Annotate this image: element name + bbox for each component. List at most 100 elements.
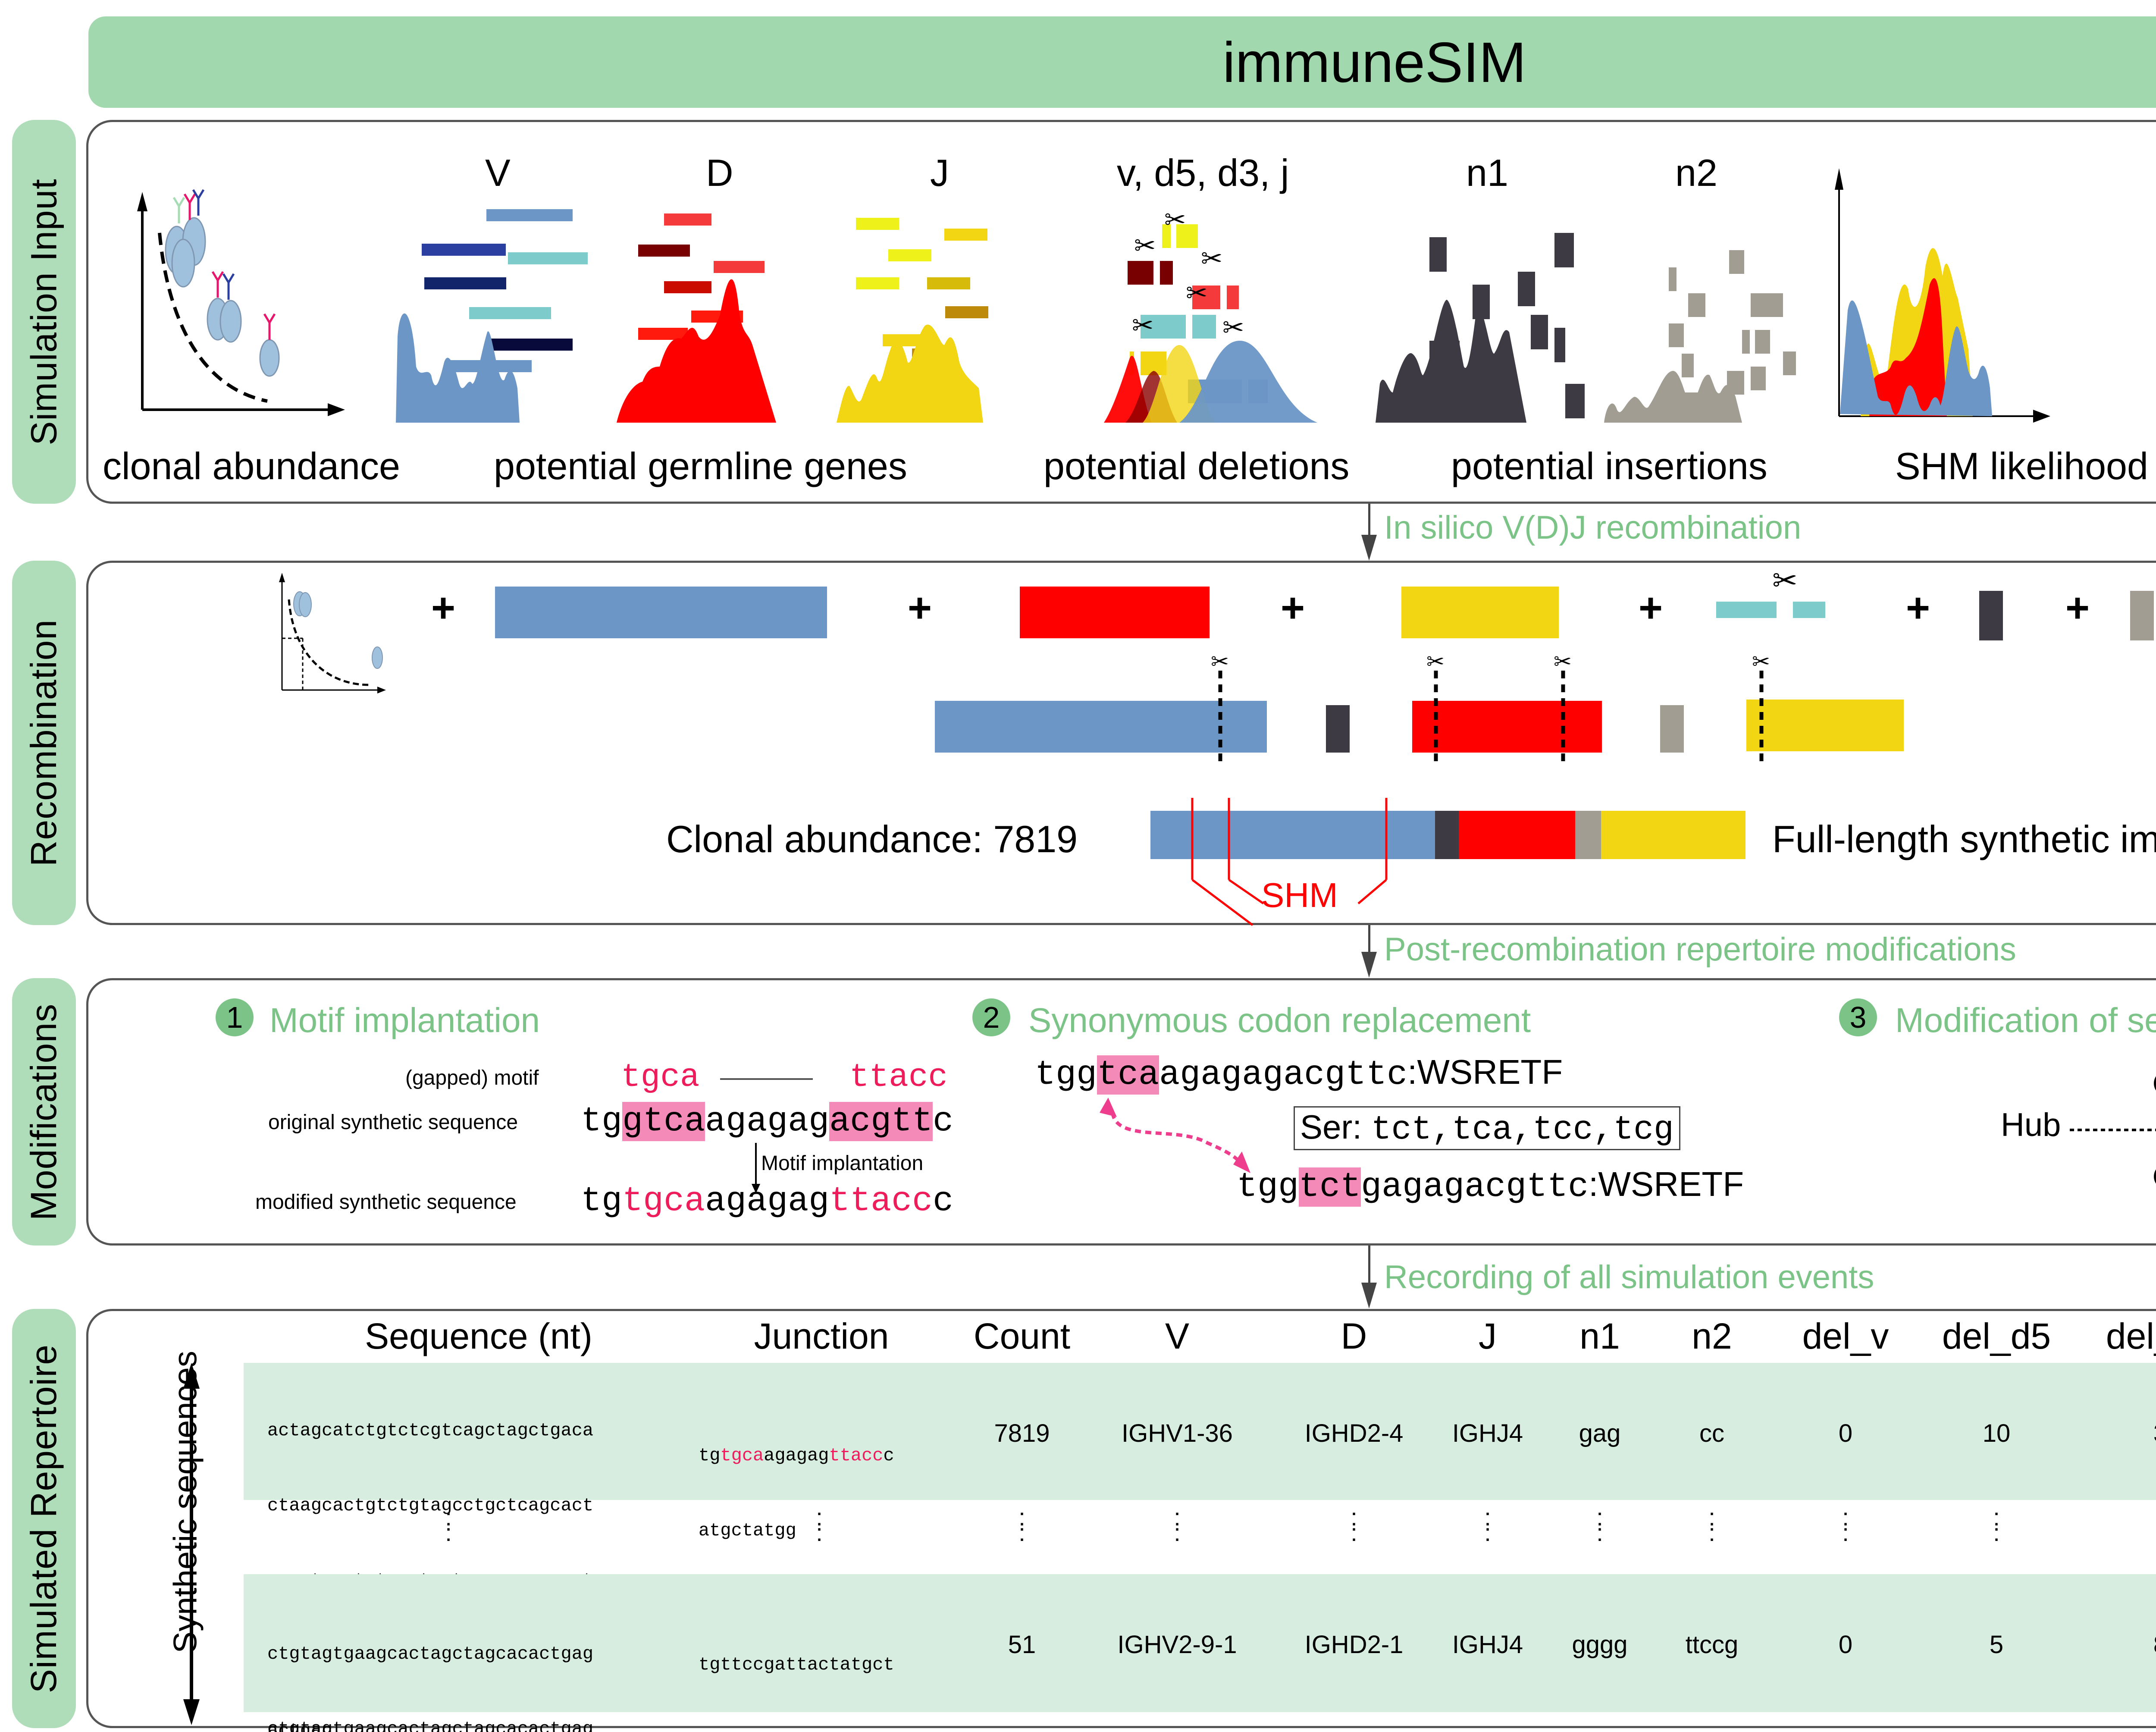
svg-text:✂: ✂ xyxy=(1132,311,1153,340)
del-d3-cell: 3 xyxy=(2091,1419,2156,1448)
hub-label: Hub xyxy=(2001,1107,2061,1143)
column-header: del_v xyxy=(1802,1316,1889,1356)
implant-arrowhead xyxy=(752,1184,760,1193)
x-axis-arrowhead xyxy=(328,403,345,416)
ellipsis: :: xyxy=(1708,1503,1715,1546)
del-v-cell: 0 xyxy=(1838,1631,1853,1659)
n1-cell: gag xyxy=(1579,1419,1621,1447)
step-number-badge: 2 xyxy=(972,998,1010,1036)
original-sequence: tg gtca agagag acgtt c xyxy=(581,1102,954,1141)
deletion-segment xyxy=(1793,602,1825,618)
n2-distribution xyxy=(1604,371,1742,423)
modified-sequence-label: modified synthetic sequence xyxy=(255,1191,517,1214)
count-cell: 51 xyxy=(1008,1631,1036,1659)
svg-text:✂: ✂ xyxy=(1222,313,1244,342)
table-row[interactable] xyxy=(244,1574,2156,1712)
plus-sign: + xyxy=(1906,585,1930,631)
n1-distribution xyxy=(1376,300,1526,423)
sequence-network xyxy=(2070,1076,2156,1184)
flow-arrow-head xyxy=(1361,1283,1377,1308)
n2-cell: ttccg xyxy=(1685,1631,1739,1659)
network-node xyxy=(2154,1169,2156,1184)
ellipsis: :: xyxy=(445,1503,452,1546)
d-gene-cell: IGHD2-4 xyxy=(1304,1419,1404,1447)
d-gene-distribution xyxy=(617,279,776,423)
n1-region xyxy=(1435,811,1459,859)
v-gene-cell: IGHV2-9-1 xyxy=(1117,1631,1237,1659)
d-gene-cell: IGHD2-1 xyxy=(1304,1631,1404,1659)
modified-sequence: tg tgca agagag ttacc c xyxy=(581,1182,954,1221)
d-gene-block xyxy=(1020,587,1210,638)
section-label-modifications: Modifications xyxy=(12,978,76,1246)
ellipsis: :: xyxy=(1484,1503,1491,1546)
shm-red-distribution xyxy=(1869,278,1947,416)
shm-likelihood-graphic xyxy=(1835,168,2050,423)
j-gene-distribution xyxy=(837,324,983,423)
column-header: Junction xyxy=(754,1316,889,1356)
del-d5-cell: 5 xyxy=(1989,1631,2004,1659)
n2-block xyxy=(1660,705,1684,753)
original-codon-sequence: tgg tca agagagacgttc :WSRETF xyxy=(1035,1053,1563,1095)
svg-text:✂: ✂ xyxy=(1201,244,1222,273)
motif-gap-line xyxy=(720,1078,813,1080)
del-d3-cell: 8 xyxy=(2091,1630,2156,1659)
clonal-abundance-label: Clonal abundance: 7819 xyxy=(666,818,1078,860)
v-gene-segments xyxy=(422,209,588,372)
section-label-input: Simulation Input xyxy=(12,120,76,504)
caption-insertions: potential insertions xyxy=(1451,445,1767,487)
ellipsis: :: xyxy=(1174,1503,1181,1546)
ellipsis: :: xyxy=(1993,1503,2000,1546)
d-region xyxy=(1459,811,1575,859)
deletion-header: v, d5, d3, j xyxy=(1117,151,1289,194)
y-axis-arrowhead xyxy=(137,192,147,211)
sequence-cell: ctgtagtgaagcactagctagcacactgag ctgtagtga… xyxy=(267,1644,594,1732)
v-gene-cell: IGHV1-36 xyxy=(1122,1419,1233,1447)
v-gene-block xyxy=(495,587,827,638)
column-header: Sequence (nt) xyxy=(365,1316,592,1356)
n1-header: n1 xyxy=(1466,151,1508,194)
plus-sign: + xyxy=(1281,585,1305,631)
scissors-icon: ✂ xyxy=(1752,650,1770,674)
svg-text:✂: ✂ xyxy=(1164,205,1186,234)
b-cell-icon xyxy=(165,217,206,288)
n2-region xyxy=(1575,811,1601,859)
flow-label-recombination: In silico V(D)J recombination xyxy=(1384,509,1802,546)
junction-cell: tgtgcaagagagttaccc atgctatgg xyxy=(699,1445,894,1541)
motif-left: tgca xyxy=(621,1059,700,1096)
x-axis-arrowhead xyxy=(2033,410,2050,423)
table-row[interactable] xyxy=(244,1363,2156,1500)
scissors-icon: ✂✂✂✂✂✂ xyxy=(1132,205,1244,342)
panel-modifications xyxy=(86,978,2156,1246)
flow-label-repertoire: Recording of all simulation events xyxy=(1384,1259,1874,1296)
caption-deletions: potential deletions xyxy=(1044,445,1350,487)
title-banner: immuneSIM xyxy=(88,16,2156,108)
flow-arrow-head xyxy=(1361,535,1377,561)
shm-blue-distribution xyxy=(1840,300,1992,416)
step-title-architecture: Modification of sequence architecture xyxy=(1895,1001,2156,1039)
page-title: immuneSIM xyxy=(1222,30,1526,94)
column-header: n1 xyxy=(1579,1316,1620,1356)
sequences-axis-line xyxy=(190,1384,193,1704)
mini-clonal-plot xyxy=(279,573,386,693)
scissors-icon: ✂ xyxy=(1772,564,1798,597)
column-header: del_d3 xyxy=(2106,1316,2156,1356)
n1-block xyxy=(1326,705,1350,753)
sequences-axis-arrow-down xyxy=(183,1699,200,1725)
sequences-axis-label: Synthetic sequences xyxy=(167,1351,204,1654)
antibody-icon xyxy=(172,189,276,340)
section-label-repertoire: Simulated Repertoire xyxy=(12,1309,76,1728)
j-gene-block xyxy=(1401,587,1559,638)
germline-genes-graphic xyxy=(396,209,988,423)
original-sequence-label: original synthetic sequence xyxy=(268,1111,518,1134)
flow-arrow-line xyxy=(1368,925,1370,952)
shm-label: SHM xyxy=(1261,876,1338,914)
v-deletion-distribution xyxy=(1179,341,1317,423)
deletion-segment xyxy=(1716,602,1777,618)
caption-germline-genes: potential germline genes xyxy=(494,445,907,487)
junction-cell: tgttccgattactatgct atgatgattactatgtac ga… xyxy=(699,1654,894,1732)
n1-block xyxy=(1979,591,2003,640)
codon-swap-arrow xyxy=(1100,1098,1250,1173)
plus-sign: + xyxy=(1639,585,1663,631)
